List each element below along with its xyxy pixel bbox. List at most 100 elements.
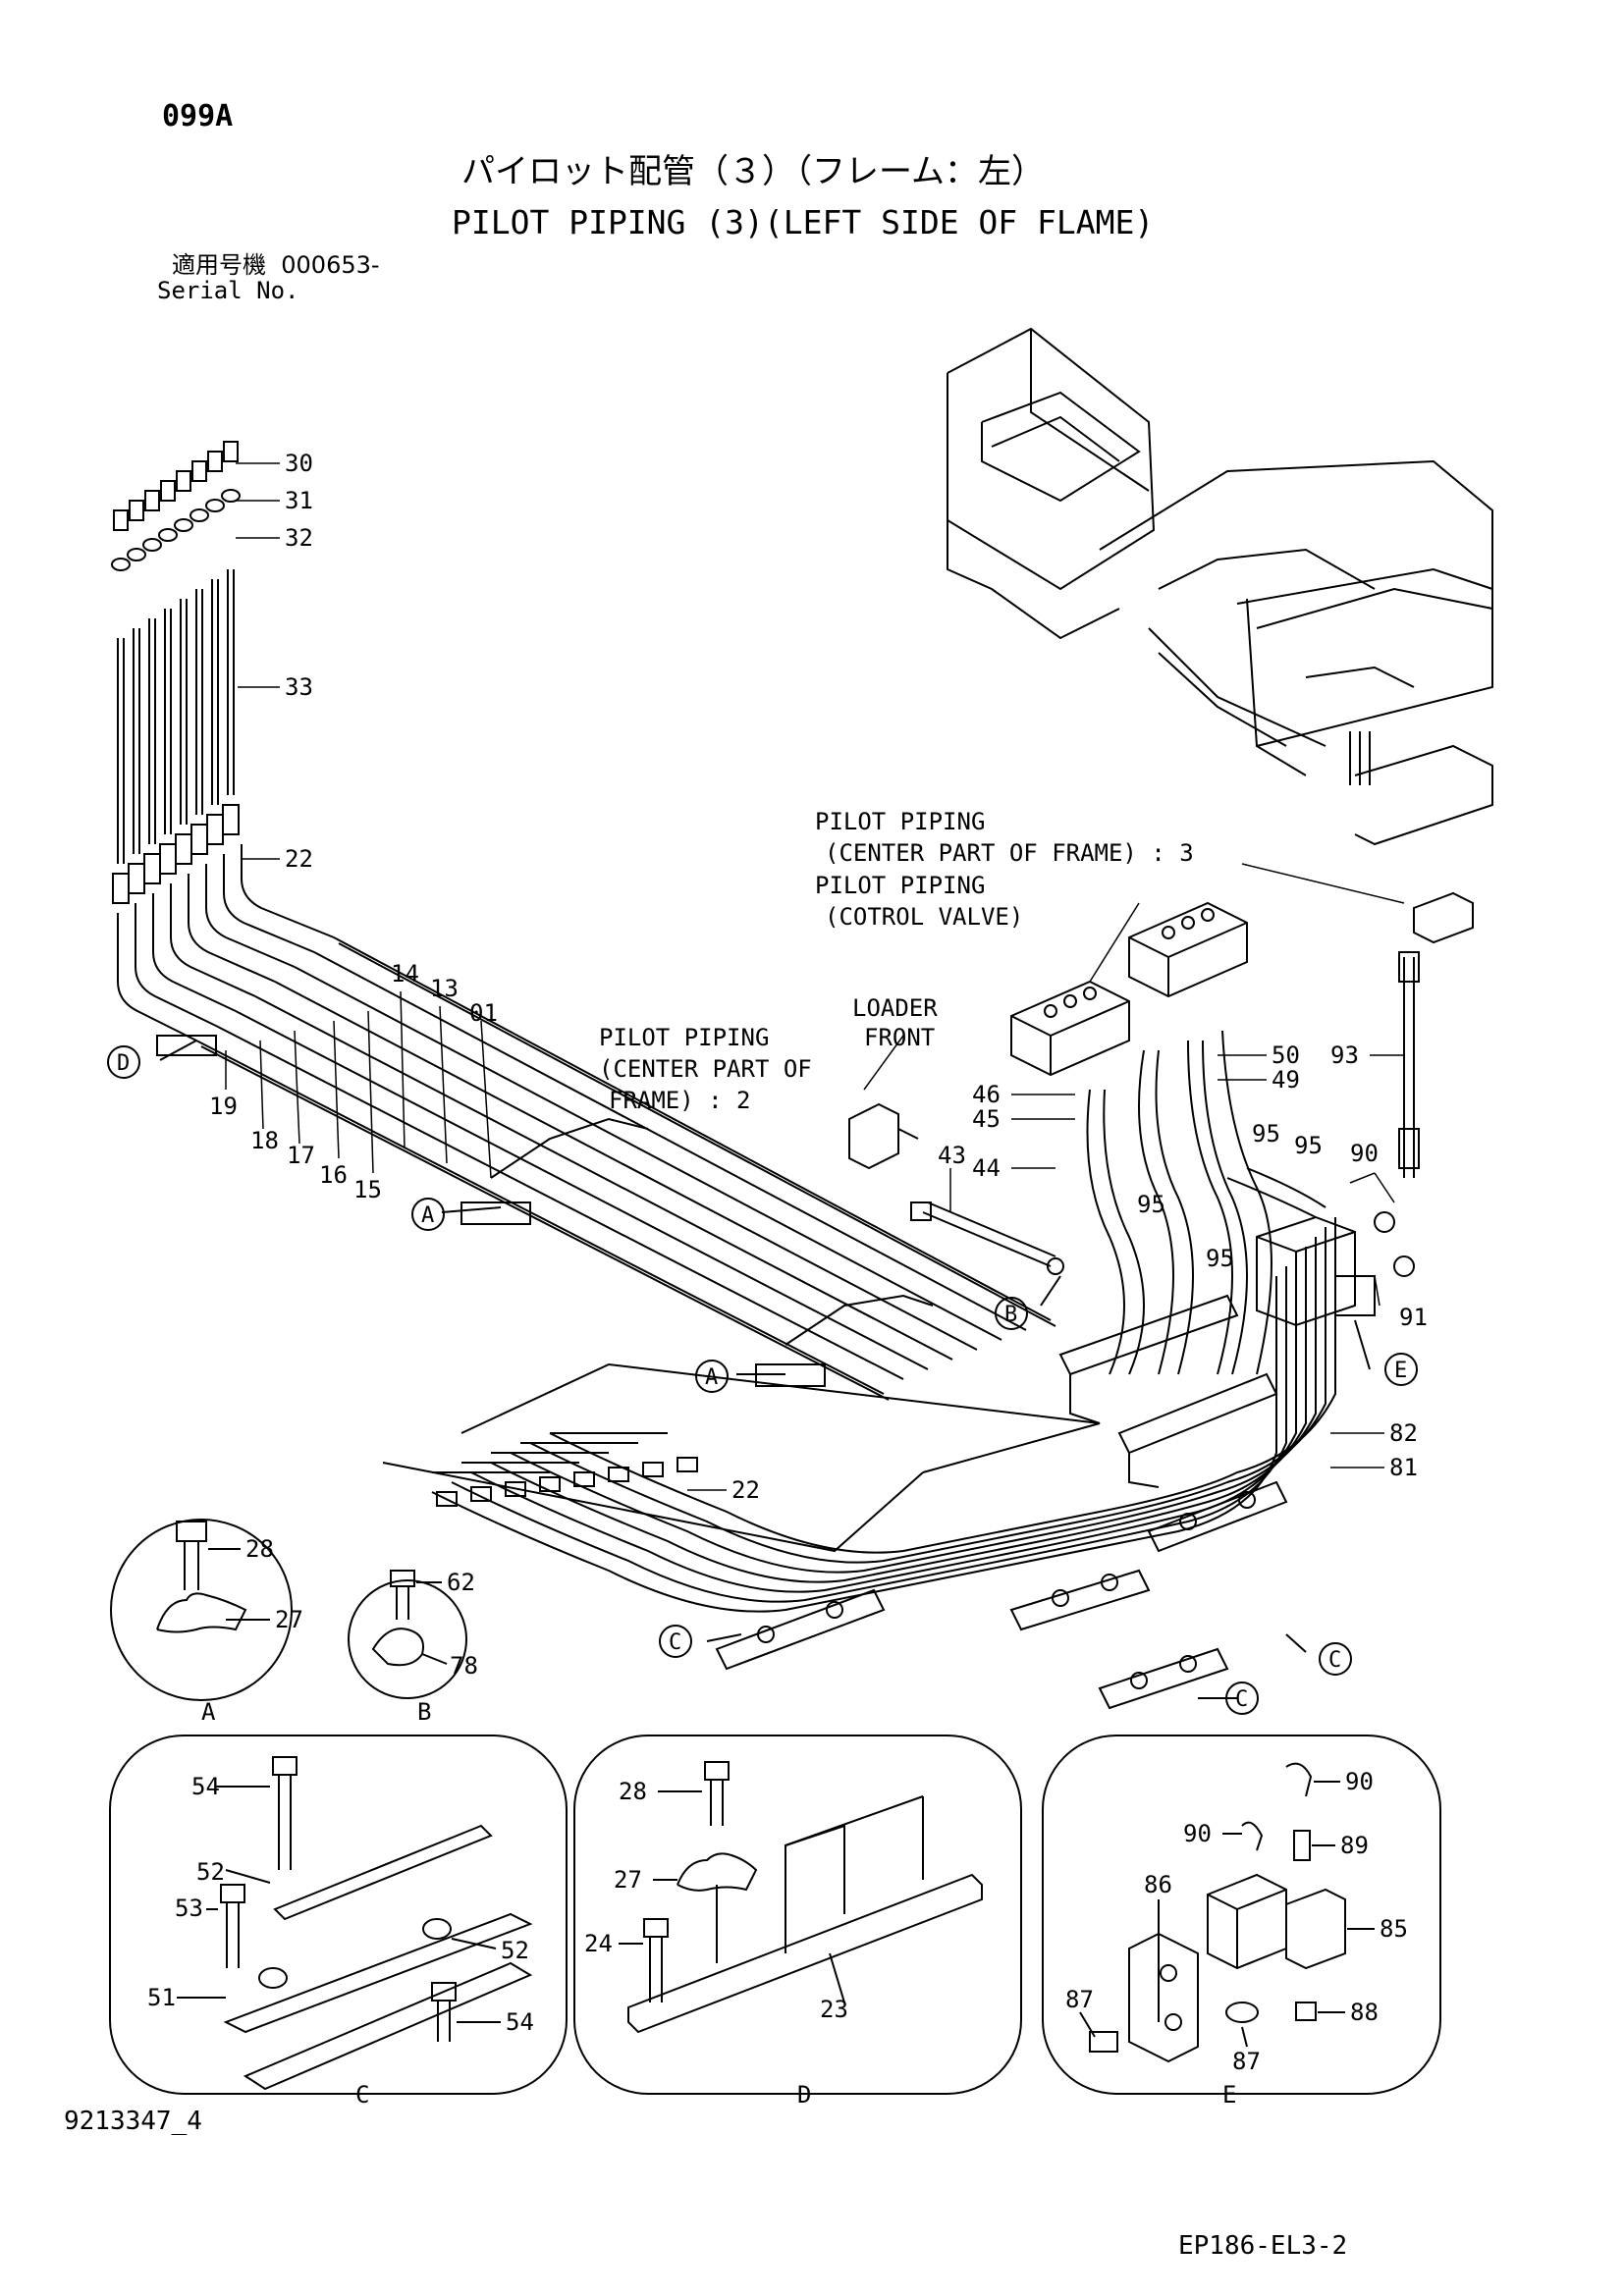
callout-81: 81 [1389, 1454, 1418, 1481]
callout-93: 93 [1330, 1041, 1359, 1069]
callout-49: 49 [1272, 1066, 1300, 1094]
serial-label-english: Serial No. [157, 277, 299, 304]
page-code: 099A [162, 99, 234, 133]
detail-e-label: E [1222, 2081, 1236, 2109]
note-loader-line2: FRONT [864, 1024, 935, 1051]
callout-33: 33 [285, 673, 313, 701]
callout-95-a: 95 [1252, 1120, 1280, 1148]
note-center3-line2: (CENTER PART OF FRAME) : 3 [825, 839, 1194, 867]
detail-labels: 28 27 A 62 78 B 54 52 53 51 52 54 C 28 2… [147, 1535, 1408, 2109]
callout-45: 45 [972, 1105, 1001, 1133]
detail-b-part-62: 62 [447, 1569, 475, 1596]
ref-d: D [117, 1051, 130, 1076]
note-center2-line1: PILOT PIPING [599, 1024, 769, 1051]
detail-b-part-78: 78 [450, 1652, 478, 1680]
title-japanese: パイロット配管（３）（フレーム：左） [461, 152, 1045, 191]
document-number: 9213347_4 [64, 2107, 202, 2136]
callout-32: 32 [285, 524, 313, 552]
detail-b-label: B [417, 1698, 431, 1726]
serial-label-japanese: 適用号機 000653- [172, 251, 380, 279]
note-center3-line1: PILOT PIPING [815, 808, 985, 835]
vertical-hose-bundle [111, 441, 335, 1041]
control-valve [1010, 901, 1278, 1488]
detail-e [1042, 1735, 1441, 2095]
detail-a-label: A [201, 1698, 216, 1726]
ref-a-1: A [421, 1203, 434, 1228]
callout-95-d: 95 [1206, 1245, 1234, 1272]
detail-c-part-54b: 54 [506, 2008, 534, 2036]
callout-19: 19 [209, 1093, 238, 1120]
detail-e-part-87a: 87 [1065, 1986, 1094, 2013]
ref-e: E [1394, 1359, 1407, 1383]
callout-labels: 30 31 32 33 22 14 13 01 19 18 17 16 15 4… [209, 450, 1428, 1504]
note-center2-line3: FRAME) : 2 [609, 1087, 751, 1114]
figure-number: EP186-EL3-2 [1178, 2231, 1348, 2261]
callout-95-c: 95 [1137, 1191, 1165, 1218]
detail-e-part-89: 89 [1340, 1832, 1369, 1859]
reference-marker-labels: A A D B E C C C [117, 1051, 1407, 1712]
callout-82: 82 [1389, 1419, 1418, 1447]
detail-c-part-54a: 54 [191, 1773, 220, 1800]
detail-c-part-52b: 52 [501, 1937, 529, 1964]
callout-17: 17 [287, 1142, 315, 1169]
lower-hose-loop [431, 1217, 1336, 1710]
detail-e-part-85: 85 [1380, 1915, 1408, 1943]
callout-90: 90 [1350, 1140, 1379, 1167]
callout-22-lower: 22 [731, 1476, 760, 1504]
detail-d-part-28: 28 [619, 1778, 647, 1805]
reference-markers [107, 1045, 1418, 1715]
callout-16: 16 [319, 1161, 348, 1189]
reference-arrows [159, 1040, 1371, 1699]
ref-a-2: A [705, 1365, 718, 1390]
detail-a [110, 1519, 293, 1701]
detail-c [109, 1735, 568, 2095]
title-english: PILOT PIPING (3)(LEFT SIDE OF FLAME) [452, 203, 1155, 241]
callout-46: 46 [972, 1081, 1001, 1108]
callout-43: 43 [938, 1142, 966, 1169]
callout-14: 14 [391, 960, 419, 988]
detail-b [348, 1570, 467, 1699]
callout-01: 01 [469, 999, 498, 1027]
callout-50: 50 [1272, 1041, 1300, 1069]
ref-c-2: C [1328, 1648, 1341, 1673]
detail-d-part-27: 27 [614, 1866, 642, 1894]
note-valve-line1: PILOT PIPING [815, 872, 985, 899]
callout-31: 31 [285, 487, 313, 514]
callout-13: 13 [430, 975, 459, 1002]
notes: PILOT PIPING (CENTER PART OF FRAME) : 3 … [599, 808, 1194, 1114]
note-loader-line1: LOADER [852, 994, 938, 1022]
long-pipe-run [156, 936, 1056, 1401]
detail-e-part-86: 86 [1144, 1871, 1172, 1898]
callout-18: 18 [250, 1127, 279, 1154]
callout-15: 15 [353, 1176, 382, 1203]
detail-c-label: C [355, 2081, 369, 2109]
detail-e-part-90b: 90 [1183, 1820, 1212, 1847]
detail-d-label: D [797, 2081, 811, 2109]
ref-c-1: C [669, 1630, 681, 1655]
fitting-group [382, 1362, 1101, 1553]
detail-c-part-53: 53 [175, 1895, 203, 1922]
block-e-assembly [1226, 891, 1474, 1327]
detail-d-part-23: 23 [820, 1996, 848, 2023]
connector-43 [848, 1102, 1064, 1275]
detail-c-part-52a: 52 [196, 1858, 225, 1886]
detail-d [573, 1735, 1022, 2095]
callout-95-b: 95 [1294, 1132, 1323, 1159]
callout-91: 91 [1399, 1304, 1428, 1331]
note-center2-line2: (CENTER PART OF [599, 1055, 812, 1083]
detail-d-part-24: 24 [584, 1930, 613, 1957]
ref-b: B [1004, 1303, 1017, 1327]
detail-c-part-51: 51 [147, 1984, 176, 2011]
detail-e-part-90a: 90 [1345, 1768, 1374, 1795]
detail-e-part-87b: 87 [1232, 2048, 1261, 2075]
ref-c-3: C [1235, 1687, 1248, 1712]
callout-44: 44 [972, 1154, 1001, 1182]
machine-outline [947, 327, 1493, 846]
leader-lines [225, 462, 1405, 1491]
detail-a-part-28: 28 [245, 1535, 274, 1563]
detail-e-part-88: 88 [1350, 1999, 1379, 2026]
callout-22-upper: 22 [285, 845, 313, 873]
detail-a-part-27: 27 [275, 1606, 303, 1633]
callout-30: 30 [285, 450, 313, 477]
